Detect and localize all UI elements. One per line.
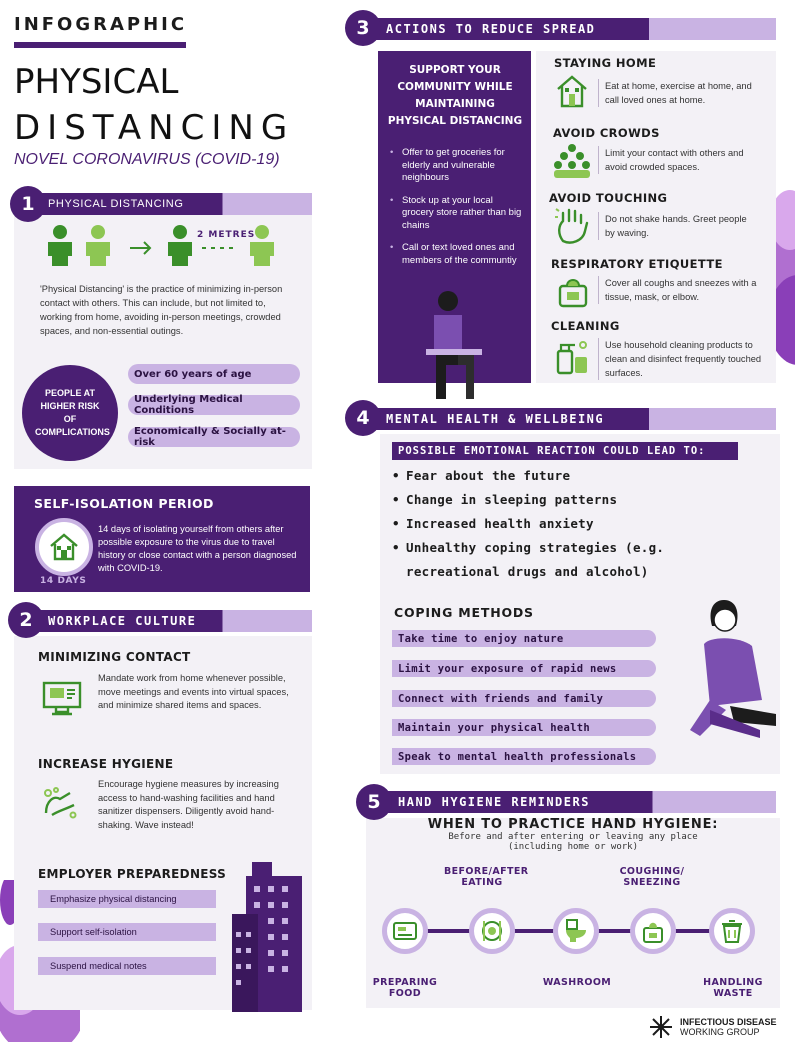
hand-hygiene-note: Before and after entering or leaving any…: [448, 832, 698, 842]
seated-woman-illustration-icon: [690, 600, 776, 738]
org-name: INFECTIOUS DISEASE WORKING GROUP: [680, 1017, 777, 1037]
section-1-number: 1: [10, 186, 46, 222]
toilet-icon: [553, 908, 599, 954]
step-label: COUGHING/ SNEEZING: [619, 866, 685, 888]
cleaning-supplies-icon: [556, 341, 587, 375]
action-title: CLEANING: [551, 319, 620, 333]
title-line-2: DISTANCING: [14, 108, 295, 148]
coping-method-item: Maintain your physical health: [392, 719, 656, 736]
preparedness-item: Support self-isolation: [38, 923, 216, 941]
community-support-item: Offer to get groceries for elderly and v…: [390, 147, 524, 185]
section-5-title: HAND HYGIENE REMINDERS: [364, 791, 776, 813]
community-support-item: Stock up at your local grocery store rat…: [390, 195, 524, 233]
trash-bin-icon: [709, 908, 755, 954]
risk-item-pill: Underlying Medical Conditions: [128, 394, 300, 416]
action-text: Do not shake hands. Greet people by wavi…: [598, 212, 758, 240]
header-kicker: INFOGRAPHIC: [14, 14, 188, 35]
tissue-icon: [630, 908, 676, 954]
title-line-1: PHYSICAL: [14, 62, 179, 102]
action-title: AVOID CROWDS: [553, 126, 660, 140]
home-icon: [35, 518, 93, 576]
emotional-reaction-title: POSSIBLE EMOTIONAL REACTION COULD LEAD T…: [392, 442, 738, 460]
computer-icon: [42, 681, 82, 722]
org-logo-icon: [650, 1016, 672, 1038]
distance-label: 2 METRES: [197, 230, 256, 240]
step-label: PREPARING FOOD: [372, 977, 438, 999]
cutting-board-icon: [382, 908, 428, 954]
handwashing-icon: [40, 785, 80, 826]
section-3-title: ACTIONS TO REDUCE SPREAD: [352, 18, 776, 40]
step-label: BEFORE/AFTER EATING: [444, 866, 529, 888]
community-support-title: SUPPORT YOUR COMMUNITY WHILE MAINTAINING…: [387, 64, 523, 127]
section-2-title: WORKPLACE CULTURE: [14, 610, 312, 632]
action-title: RESPIRATORY ETIQUETTE: [551, 257, 723, 271]
emotional-reaction-item: Fear about the future: [392, 464, 752, 488]
section-4-title: MENTAL HEALTH & WELLBEING: [352, 408, 776, 430]
distancing-illustration: [40, 224, 290, 268]
risk-item-pill: Over 60 years of age: [128, 364, 300, 384]
person-icon: [86, 225, 110, 266]
sitting-person-illustration-icon: [426, 291, 482, 399]
action-text: Cover all coughs and sneezes with a tiss…: [598, 276, 758, 304]
increase-hygiene-title: INCREASE HYGIENE: [38, 757, 174, 771]
section-2-number: 2: [8, 602, 44, 638]
hand-hygiene-note: (including home or work): [507, 842, 639, 852]
self-isolation-title: SELF-ISOLATION PERIOD: [34, 496, 214, 511]
emotional-reaction-item: Change in sleeping patterns: [392, 488, 752, 512]
person-icon: [250, 225, 274, 266]
days-label: 14 DAYS: [40, 576, 87, 586]
tissue-box-icon: [558, 279, 588, 308]
section-5-number: 5: [356, 784, 392, 820]
risk-group-circle: PEOPLE AT HIGHER RISK OF COMPLICATIONS: [22, 365, 118, 461]
step-label: HANDLING WASTE: [703, 977, 763, 999]
action-title: STAYING HOME: [554, 56, 657, 70]
crowd-icon: [554, 144, 590, 178]
person-icon: [168, 225, 192, 266]
coping-methods-title: COPING METHODS: [394, 605, 534, 620]
kicker-underline: [14, 42, 186, 48]
org-name-line-1: INFECTIOUS DISEASE: [680, 1017, 777, 1027]
section-4-number: 4: [345, 400, 381, 436]
org-name-line-2: WORKING GROUP: [680, 1027, 760, 1037]
section-1-title: PHYSICAL DISTANCING: [14, 193, 312, 215]
subtitle: NOVEL CORONAVIRUS (COVID-19): [14, 151, 280, 168]
plate-cutlery-icon: [469, 908, 515, 954]
coping-method-item: Limit your exposure of rapid news: [392, 660, 656, 677]
minimizing-contact-text: Mandate work from home whenever possible…: [98, 673, 289, 710]
house-icon: [557, 75, 587, 108]
employer-preparedness-title: EMPLOYER PREPAREDNESS: [38, 867, 227, 881]
action-text: Use household cleaning products to clean…: [598, 338, 763, 380]
increase-hygiene-text: Encourage hygiene measures by increasing…: [98, 779, 279, 830]
self-isolation-text: 14 days of isolating yourself from other…: [98, 524, 297, 573]
action-text: Eat at home, exercise at home, and call …: [598, 79, 758, 107]
coping-method-item: Take time to enjoy nature: [392, 630, 656, 647]
coping-method-item: Connect with friends and family: [392, 690, 656, 707]
emotional-reaction-item: Unhealthy coping strategies (e.g. recrea…: [392, 536, 752, 584]
arrow-right-icon: [130, 241, 152, 255]
section-3-number: 3: [345, 10, 381, 46]
emotional-reaction-item: Increased health anxiety: [392, 512, 752, 536]
coping-method-item: Speak to mental health professionals: [392, 748, 656, 765]
action-text: Limit your contact with others and avoid…: [598, 146, 758, 174]
office-building-icon: [232, 862, 302, 1012]
action-title: AVOID TOUCHING: [549, 191, 668, 205]
distancing-description: 'Physical Distancing' is the practice of…: [40, 284, 283, 336]
hand-hygiene-subtitle: WHEN TO PRACTICE HAND HYGIENE:: [427, 817, 719, 832]
community-support-list: Offer to get groceries for elderly and v…: [390, 147, 524, 277]
emotional-reaction-list: Fear about the future Change in sleeping…: [392, 464, 752, 584]
step-label: WASHROOM: [542, 977, 612, 988]
risk-group-title: PEOPLE AT HIGHER RISK OF COMPLICATIONS: [35, 388, 110, 437]
preparedness-item: Suspend medical notes: [38, 957, 216, 975]
person-icon: [48, 225, 72, 266]
community-support-item: Call or text loved ones and members of t…: [390, 242, 524, 267]
preparedness-item: Emphasize physical distancing: [38, 890, 216, 908]
risk-item-pill: Economically & Socially at-risk: [128, 426, 300, 448]
minimizing-contact-title: MINIMIZING CONTACT: [38, 650, 191, 664]
waving-hand-icon: [555, 208, 589, 244]
